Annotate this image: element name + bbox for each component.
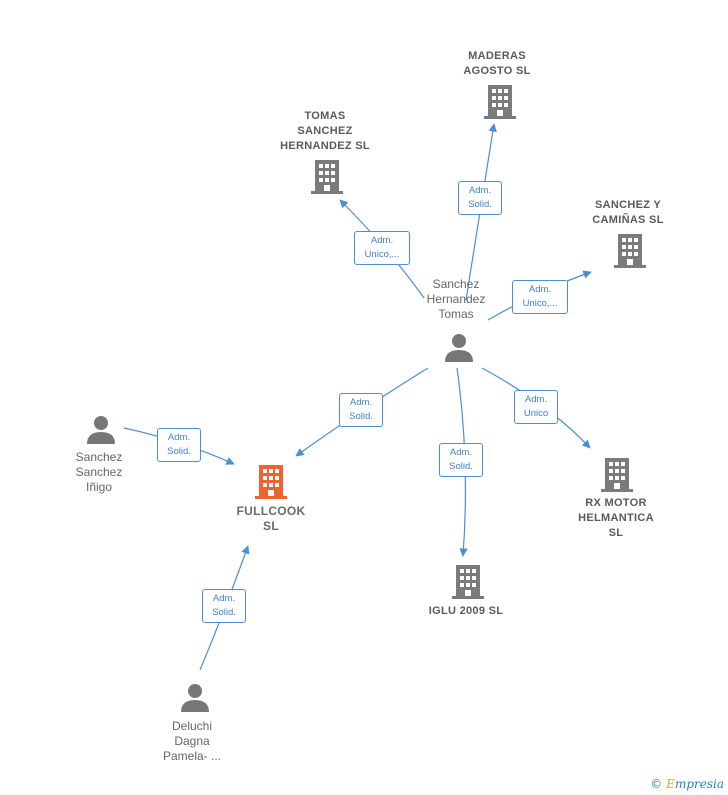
edge-label-maderas[interactable]: Adm. Solid. [458,181,502,215]
copyright-symbol: © [650,777,663,791]
label-sanchez-caminas[interactable]: SANCHEZ Y CAMIÑAS SL [592,199,664,226]
edge-label-tomas[interactable]: Adm. Unico,... [354,231,410,265]
building-icon-maderas[interactable] [484,85,516,119]
brand-logo-name: mpresia [674,777,724,791]
edge-label-inigo[interactable]: Adm. Solid. [157,428,201,462]
person-icon-sanchez-sanchez[interactable] [86,414,116,444]
label-maderas[interactable]: MADERAS AGOSTO SL [463,50,531,77]
person-icon-sanchez-hernandez[interactable] [444,332,474,362]
edge-label-deluchi[interactable]: Adm. Solid. [202,589,246,623]
building-icon-sanchez-caminas[interactable] [614,234,646,268]
edge-label-fullcook-main[interactable]: Adm. Solid. [339,393,383,427]
label-rx-motor[interactable]: RX MOTOR HELMANTICA SL [578,497,654,539]
edge-label-iglu[interactable]: Adm. Solid. [439,443,483,477]
person-icon-deluchi[interactable] [180,682,210,712]
building-icon-rx-motor[interactable] [601,458,633,492]
edge-label-caminas[interactable]: Adm. Unico,... [512,280,568,314]
label-sanchez-hernandez[interactable]: Sanchez Hernandez Tomas [426,277,486,321]
label-tomas-sanchez[interactable]: TOMAS SANCHEZ HERNANDEZ SL [280,110,370,152]
building-icon-fullcook[interactable] [255,465,287,499]
label-deluchi[interactable]: Deluchi Dagna Pamela- ... [162,719,222,763]
label-iglu[interactable]: IGLU 2009 SL [428,605,504,617]
edge-label-rx[interactable]: Adm. Unico [514,390,558,424]
brand-logo-initial: E [666,777,675,791]
building-icon-iglu[interactable] [452,565,484,599]
label-sanchez-sanchez[interactable]: Sanchez Sanchez Iñigo [75,450,123,494]
label-fullcook[interactable]: FULLCOOK SL [236,504,306,533]
building-icon-tomas-sanchez[interactable] [311,160,343,194]
brand-watermark: ©Empresia [650,777,724,791]
